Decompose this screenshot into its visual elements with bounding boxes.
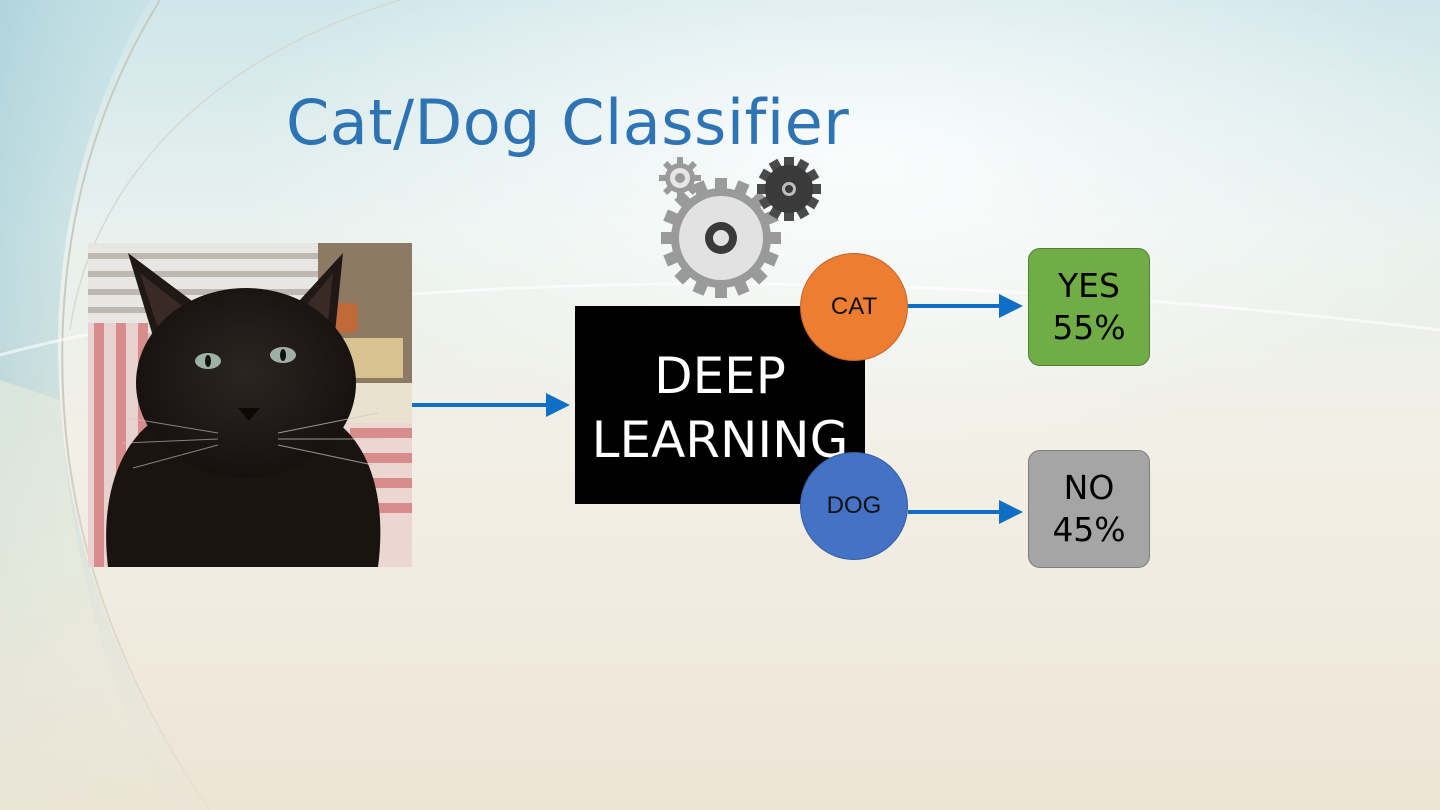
result-no-answer: NO (1063, 468, 1115, 507)
class-cat-node: CAT (800, 253, 908, 361)
black-cat-photo (88, 243, 412, 567)
dark-gear-icon (757, 157, 821, 221)
result-no-probability: 45% (1052, 510, 1126, 549)
deep-learning-line2: LEARNING (591, 411, 849, 469)
result-yes-probability: 55% (1052, 308, 1126, 347)
deep-learning-line1: DEEP (654, 347, 786, 405)
class-dog-label: DOG (826, 492, 882, 519)
class-dog-node: DOG (800, 452, 908, 560)
result-yes-box: YES 55% (1028, 248, 1150, 366)
result-no-box: NO 45% (1028, 450, 1150, 568)
class-cat-label: CAT (830, 293, 878, 320)
result-yes-answer: YES (1058, 266, 1120, 305)
deep-learning-label: DEEP LEARNING (575, 344, 865, 472)
large-gear-icon (661, 178, 781, 298)
slide-title: Cat/Dog Classifier (286, 86, 850, 159)
small-gear-icon (659, 157, 701, 199)
